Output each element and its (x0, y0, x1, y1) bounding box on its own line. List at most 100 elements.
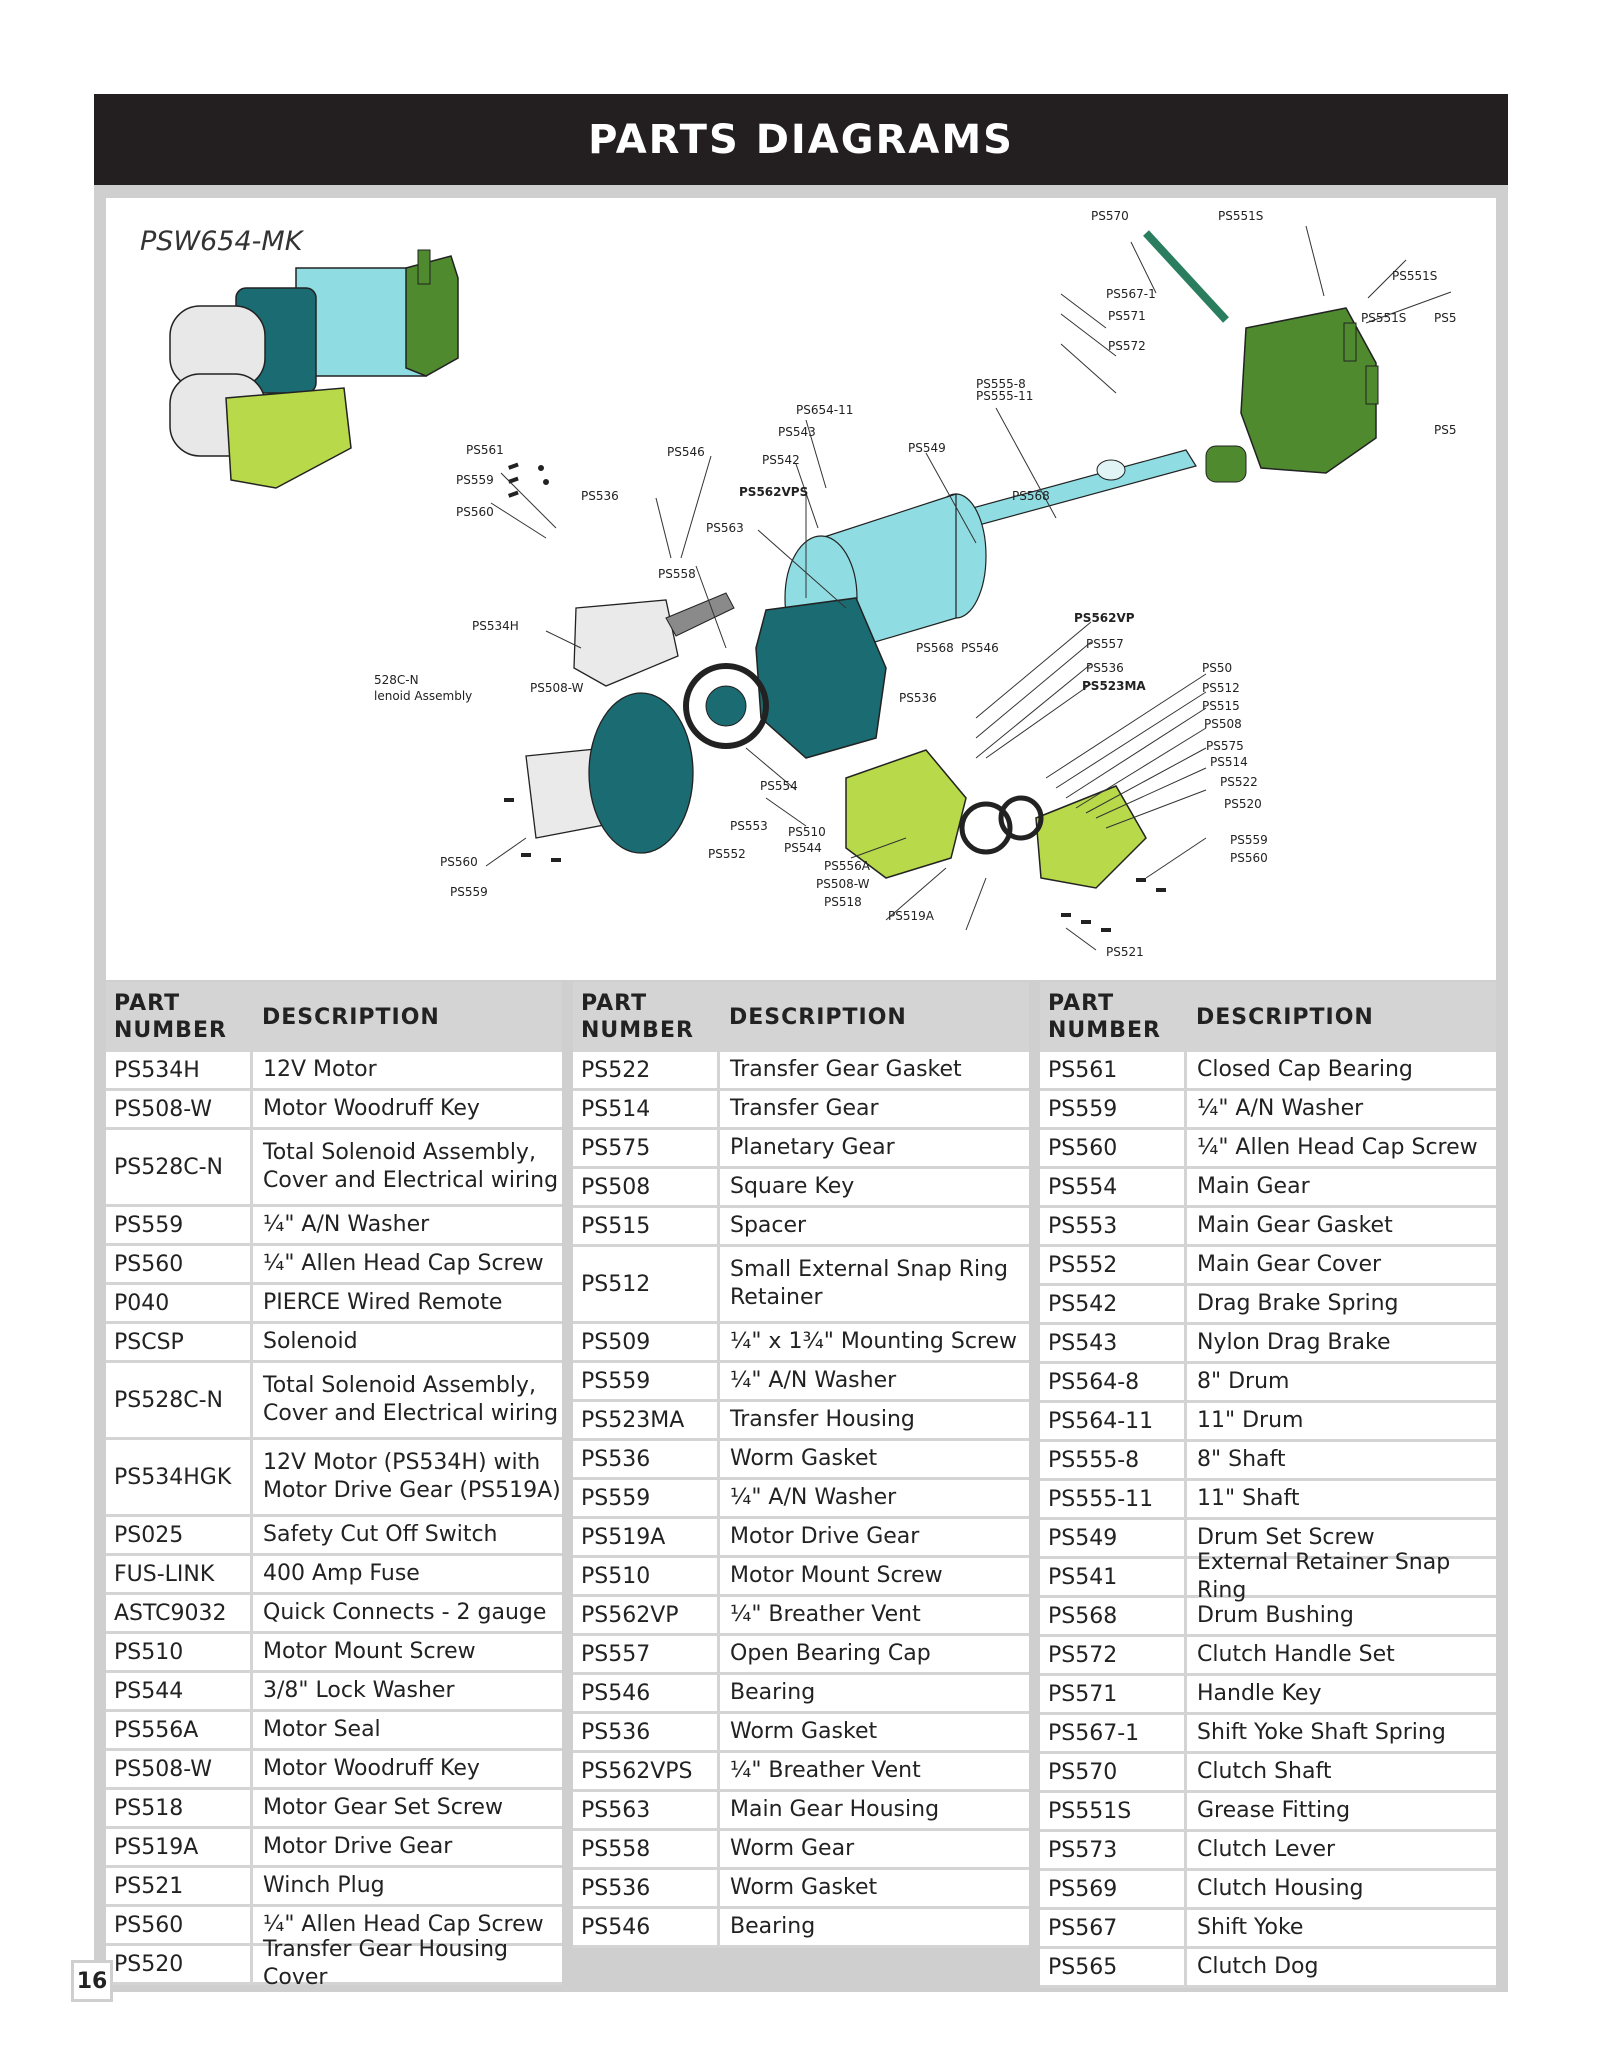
part-description: Transfer Gear (730, 1096, 879, 1121)
callout: PS551S (1218, 209, 1263, 223)
part-number: PS536 (573, 1870, 720, 1906)
part-number: PS562VP (573, 1597, 720, 1633)
part-number: PS551S (1040, 1793, 1187, 1829)
table-row: PS551S Grease Fitting (1040, 1793, 1496, 1832)
part-description: Main Gear Gasket (1197, 1213, 1393, 1238)
part-number: PS555-8 (1040, 1442, 1187, 1478)
callout: PS521 (1106, 945, 1144, 959)
part-description: Motor Mount Screw (263, 1639, 476, 1664)
part-description: ¼" A/N Washer (730, 1368, 897, 1393)
callout: PS508-W (816, 877, 870, 891)
transfer-housing (845, 749, 967, 879)
part-number: PS522 (573, 1052, 720, 1088)
part-description: Nylon Drag Brake (1197, 1330, 1391, 1355)
callout: PS546 (961, 641, 999, 655)
part-number: PSCSP (106, 1324, 253, 1360)
part-number: PS555-11 (1040, 1481, 1187, 1517)
parts-diagram: PSW654-MK (106, 198, 1496, 980)
part-number: PS572 (1040, 1637, 1187, 1673)
callout: PS543 (778, 425, 816, 439)
callout: PS554 (760, 779, 798, 793)
callout: PS562VP (1074, 611, 1135, 625)
part-description: Handle Key (1197, 1681, 1322, 1706)
part-description: Main Gear Housing (730, 1797, 940, 1822)
part-number: PS528C-N (106, 1130, 253, 1204)
part-description: Bearing (730, 1680, 816, 1705)
part-description: Total Solenoid Assembly, Cover and Elect… (263, 1140, 559, 1193)
part-number: PS518 (106, 1790, 253, 1826)
part-description: 400 Amp Fuse (263, 1561, 420, 1586)
callout: PS575 (1206, 739, 1244, 753)
callout: PS555-11 (976, 389, 1033, 403)
part-description: ¼" A/N Washer (1197, 1096, 1364, 1121)
callout: PS518 (824, 895, 862, 909)
part-number: FUS-LINK (106, 1556, 253, 1592)
part-description: PIERCE Wired Remote (263, 1290, 503, 1315)
callout: PS558 (658, 567, 696, 581)
part-description: Main Gear (1197, 1174, 1310, 1199)
header-description: DESCRIPTION (729, 1004, 907, 1030)
part-description: Safety Cut Off Switch (263, 1522, 498, 1547)
callout: PS546 (667, 445, 705, 459)
part-number: P040 (106, 1285, 253, 1321)
part-description: Drag Brake Spring (1197, 1291, 1399, 1316)
part-description: ¼" Allen Head Cap Screw (263, 1912, 544, 1937)
part-description: Quick Connects - 2 gauge (263, 1600, 547, 1625)
table-row: P040 PIERCE Wired Remote (106, 1285, 562, 1324)
callout: PS572 (1108, 339, 1146, 353)
part-description: Grease Fitting (1197, 1798, 1351, 1823)
callout: PS562VPS (739, 485, 808, 499)
part-number: PS508-W (106, 1091, 253, 1127)
part-number: PS536 (573, 1714, 720, 1750)
callout: PS5 (1434, 311, 1457, 325)
part-number: PS565 (1040, 1949, 1187, 1985)
part-description: 3/8" Lock Washer (263, 1678, 455, 1703)
part-description: Motor Woodruff Key (263, 1096, 480, 1121)
part-description: Worm Gasket (730, 1875, 878, 1900)
part-description: Clutch Dog (1197, 1954, 1319, 1979)
callout: 528C-N (374, 673, 419, 687)
part-number: PS520 (106, 1946, 253, 1982)
callout: PS50 (1202, 661, 1232, 675)
part-number: PS523MA (573, 1402, 720, 1438)
page-title: PARTS DIAGRAMS (588, 116, 1014, 163)
callout: PS570 (1091, 209, 1129, 223)
exploded-view: PS570 PS551S PS551S PS551S PS5 PS5 PS567… (169, 209, 1457, 959)
table-row: PS508-W Motor Woodruff Key (106, 1091, 562, 1130)
callout: PS519A (888, 909, 935, 923)
part-description: 12V Motor (PS534H) with Motor Drive Gear… (263, 1450, 561, 1503)
part-number: PS546 (573, 1909, 720, 1945)
part-description: Small External Snap Ring Retainer (730, 1257, 1009, 1310)
part-number: PS552 (1040, 1247, 1187, 1283)
callout: PS557 (1086, 637, 1124, 651)
table-row: FUS-LINK 400 Amp Fuse (106, 1556, 562, 1595)
clutch-housing (1240, 307, 1377, 474)
part-description: External Retainer Snap Ring (1197, 1550, 1451, 1603)
callout: PS512 (1202, 681, 1240, 695)
part-number: PS508-W (106, 1751, 253, 1787)
part-description: Motor Mount Screw (730, 1563, 943, 1588)
header-part-number: PART NUMBER (581, 991, 694, 1043)
